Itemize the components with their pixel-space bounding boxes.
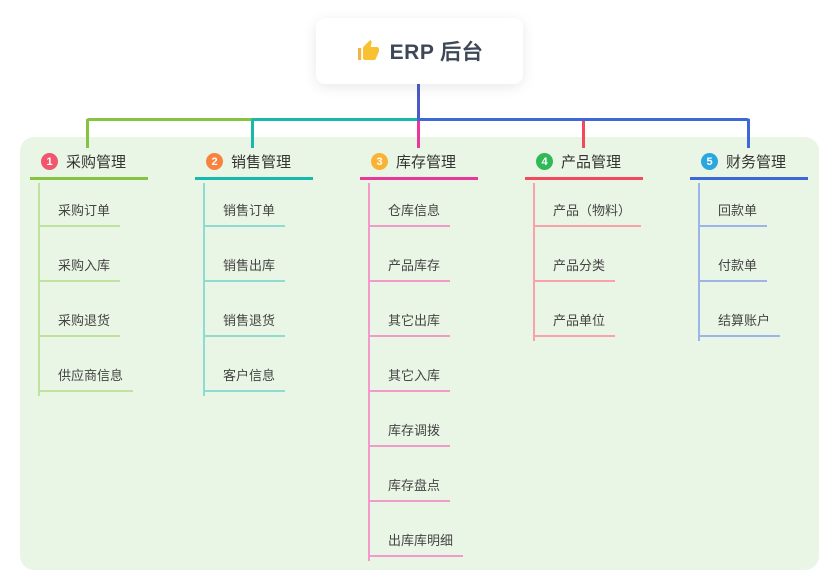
list-item: 销售订单 xyxy=(195,180,313,227)
list-item: 产品单位 xyxy=(525,282,643,337)
list-item: 销售出库 xyxy=(195,227,313,282)
item-customer-info[interactable]: 客户信息 xyxy=(203,365,286,392)
badge-5: 5 xyxy=(701,153,718,170)
item-purchase-order[interactable]: 采购订单 xyxy=(38,200,121,227)
root-connector-line xyxy=(417,84,420,120)
branch-purchase-items: 采购订单 采购入库 采购退货 供应商信息 xyxy=(30,180,148,392)
item-settlement-account[interactable]: 结算账户 xyxy=(698,310,781,337)
branch-sales-items: 销售订单 销售出库 销售退货 客户信息 xyxy=(195,180,313,392)
badge-1: 1 xyxy=(41,153,58,170)
item-sales-outbound[interactable]: 销售出库 xyxy=(203,255,286,282)
branch-title-label: 财务管理 xyxy=(726,154,787,171)
branch-purchase: 1 采购管理 采购订单 采购入库 采购退货 供应商信息 xyxy=(30,146,148,396)
list-item: 付款单 xyxy=(690,227,808,282)
list-item: 仓库信息 xyxy=(360,180,478,227)
branch-title-label: 库存管理 xyxy=(396,154,457,171)
drop-line-product xyxy=(582,121,585,148)
list-item: 其它入库 xyxy=(360,337,478,392)
list-item: 出库库明细 xyxy=(360,502,478,557)
item-payment-bill[interactable]: 付款单 xyxy=(698,255,768,282)
branch-finance-vline xyxy=(698,183,700,341)
item-warehouse-info[interactable]: 仓库信息 xyxy=(368,200,451,227)
branch-title-label: 销售管理 xyxy=(231,154,292,171)
branch-purchase-title[interactable]: 1 采购管理 xyxy=(30,146,148,180)
drop-line-finance xyxy=(747,119,750,148)
branch-inventory: 3 库存管理 仓库信息 产品库存 其它出库 其它入库 库存调拨 库存盘点 出库库… xyxy=(360,146,478,561)
root-node[interactable]: ERP 后台 xyxy=(316,18,523,84)
branch-finance: 5 财务管理 回款单 付款单 结算账户 xyxy=(690,146,808,341)
list-item: 产品（物料） xyxy=(525,180,643,227)
badge-2: 2 xyxy=(206,153,223,170)
branch-product-vline xyxy=(533,183,535,341)
item-supplier-info[interactable]: 供应商信息 xyxy=(38,365,134,392)
item-purchase-inbound[interactable]: 采购入库 xyxy=(38,255,121,282)
list-item: 采购退货 xyxy=(30,282,148,337)
item-sales-order[interactable]: 销售订单 xyxy=(203,200,286,227)
item-stock-transfer[interactable]: 库存调拨 xyxy=(368,420,451,447)
branch-product: 4 产品管理 产品（物料） 产品分类 产品单位 xyxy=(525,146,643,341)
item-purchase-return[interactable]: 采购退货 xyxy=(38,310,121,337)
list-item: 供应商信息 xyxy=(30,337,148,392)
list-item: 客户信息 xyxy=(195,337,313,392)
branch-title-label: 产品管理 xyxy=(561,154,622,171)
item-outbound-detail[interactable]: 出库库明细 xyxy=(368,530,464,557)
list-item: 采购订单 xyxy=(30,180,148,227)
drop-line-purchase xyxy=(86,119,89,148)
thumbs-up-icon xyxy=(356,39,380,63)
item-product-material[interactable]: 产品（物料） xyxy=(533,200,642,227)
item-product-category[interactable]: 产品分类 xyxy=(533,255,616,282)
branch-title-label: 采购管理 xyxy=(66,154,127,171)
branches-panel xyxy=(20,137,819,570)
branch-inventory-title[interactable]: 3 库存管理 xyxy=(360,146,478,180)
item-stock-check[interactable]: 库存盘点 xyxy=(368,475,451,502)
list-item: 库存调拨 xyxy=(360,392,478,447)
connector-line-purchase xyxy=(86,118,254,121)
branch-sales-title[interactable]: 2 销售管理 xyxy=(195,146,313,180)
branch-purchase-vline xyxy=(38,183,40,396)
connector-line-finance xyxy=(417,118,750,121)
list-item: 回款单 xyxy=(690,180,808,227)
item-other-inbound[interactable]: 其它入库 xyxy=(368,365,451,392)
drop-line-inventory xyxy=(417,121,420,148)
badge-4: 4 xyxy=(536,153,553,170)
branch-product-title[interactable]: 4 产品管理 xyxy=(525,146,643,180)
branch-inventory-vline xyxy=(368,183,370,561)
item-other-outbound[interactable]: 其它出库 xyxy=(368,310,451,337)
branch-sales-vline xyxy=(203,183,205,396)
root-node-label: ERP 后台 xyxy=(389,41,484,64)
list-item: 结算账户 xyxy=(690,282,808,337)
drop-line-sales xyxy=(251,119,254,148)
branch-product-items: 产品（物料） 产品分类 产品单位 xyxy=(525,180,643,337)
list-item: 产品库存 xyxy=(360,227,478,282)
list-item: 产品分类 xyxy=(525,227,643,282)
item-receipt-bill[interactable]: 回款单 xyxy=(698,200,768,227)
list-item: 采购入库 xyxy=(30,227,148,282)
branch-finance-items: 回款单 付款单 结算账户 xyxy=(690,180,808,337)
badge-3: 3 xyxy=(371,153,388,170)
item-sales-return[interactable]: 销售退货 xyxy=(203,310,286,337)
branch-inventory-items: 仓库信息 产品库存 其它出库 其它入库 库存调拨 库存盘点 出库库明细 xyxy=(360,180,478,557)
item-product-stock[interactable]: 产品库存 xyxy=(368,255,451,282)
list-item: 销售退货 xyxy=(195,282,313,337)
connector-line-sales xyxy=(251,118,420,121)
branch-sales: 2 销售管理 销售订单 销售出库 销售退货 客户信息 xyxy=(195,146,313,396)
item-product-unit[interactable]: 产品单位 xyxy=(533,310,616,337)
list-item: 库存盘点 xyxy=(360,447,478,502)
branch-finance-title[interactable]: 5 财务管理 xyxy=(690,146,808,180)
list-item: 其它出库 xyxy=(360,282,478,337)
